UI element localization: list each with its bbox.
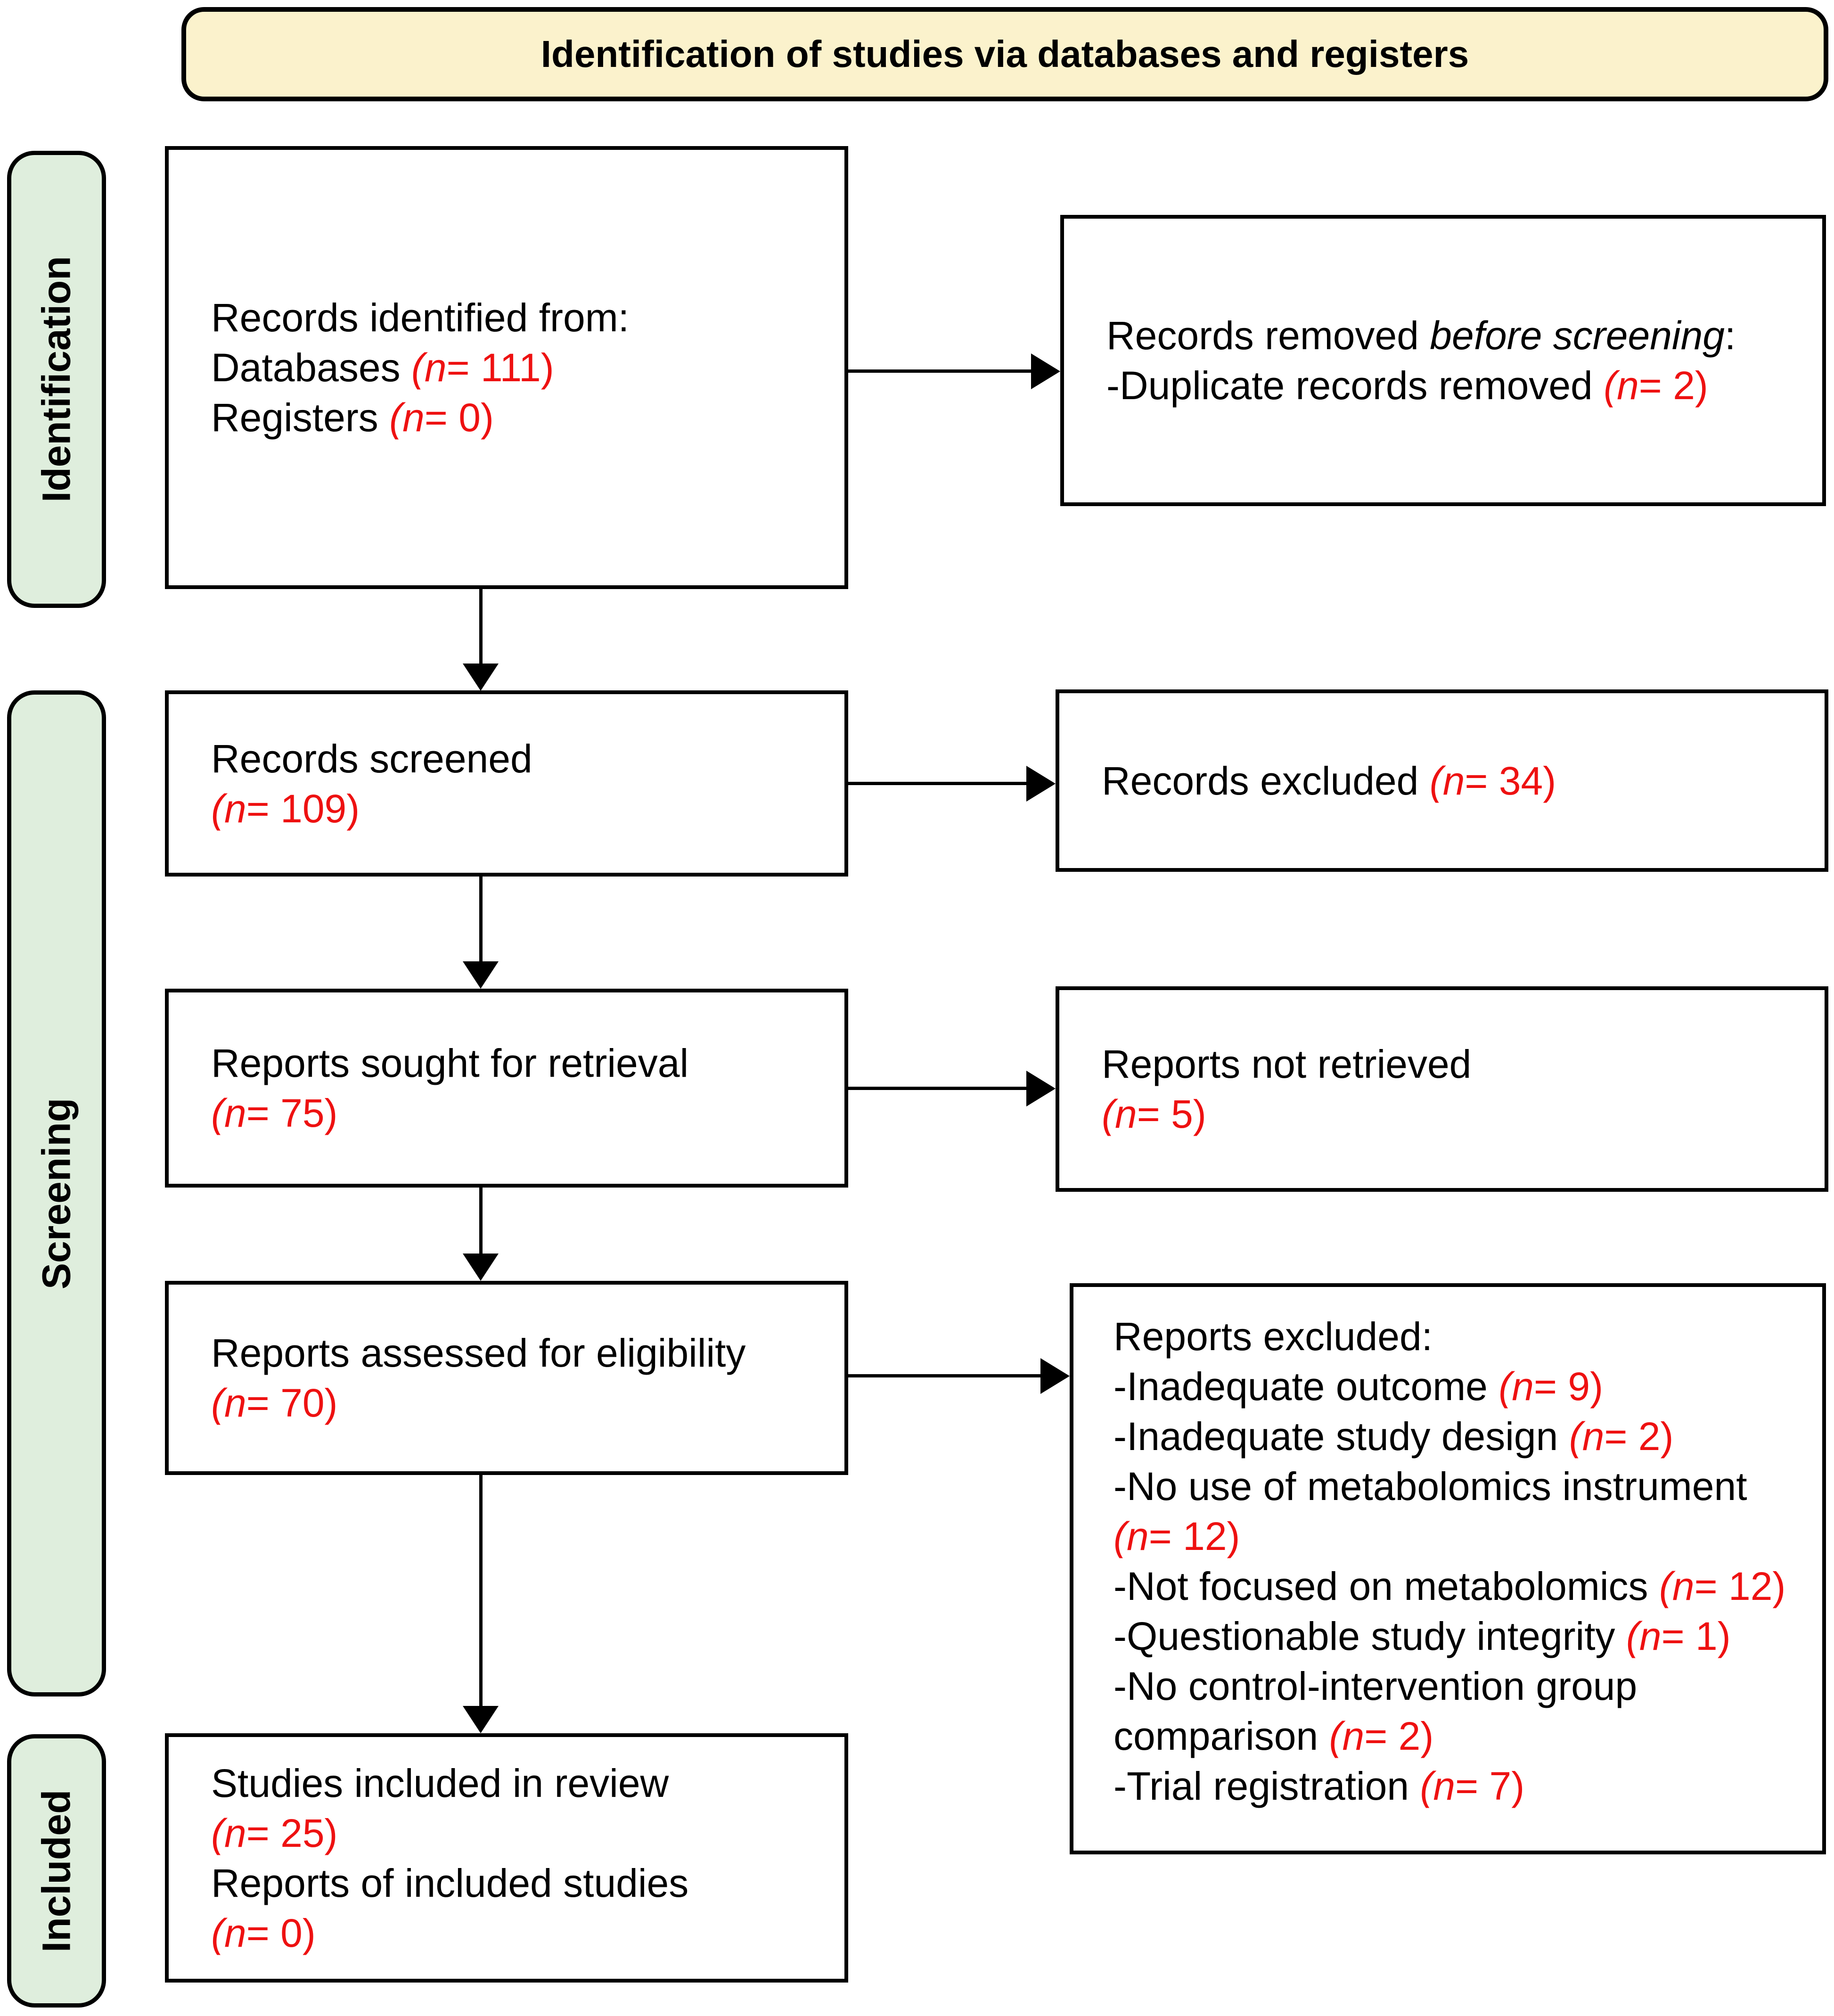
records-screened-label: Records screened	[211, 736, 532, 781]
records-excluded-line: Records excluded (n= 34)	[1102, 758, 1556, 803]
arrow-identified-to-removed-head	[1031, 353, 1060, 389]
arrow-assessed-to-reasons-head	[1040, 1358, 1070, 1394]
records-removed-heading: Records removed before screening:	[1106, 313, 1736, 358]
duplicates-count: (n= 2)	[1604, 363, 1708, 408]
box-records-screened: Records screened (n= 109)	[165, 690, 848, 877]
exclusion-reason-item: -Inadequate study design (n= 2)	[1114, 1414, 1674, 1459]
arrow-screened-to-excluded-head	[1026, 766, 1056, 802]
studies-included-count: (n= 25)	[211, 1811, 338, 1855]
box-reports-assessed: Reports assessed for eligibility (n= 70)	[165, 1281, 848, 1475]
arrow-assessed-to-included-shaft	[479, 1475, 483, 1707]
box-reports-excluded-reasons: Reports excluded: -Inadequate outcome (n…	[1070, 1283, 1826, 1854]
box-studies-included: Studies included in review (n= 25) Repor…	[165, 1733, 848, 1983]
box-reports-sought: Reports sought for retrieval (n= 75)	[165, 989, 848, 1188]
stage-label-identification: Identification	[7, 151, 106, 608]
records-removed-duplicates: -Duplicate records removed (n= 2)	[1106, 363, 1708, 408]
reports-assessed-count: (n= 70)	[211, 1381, 338, 1425]
records-excluded-count: (n= 34)	[1429, 758, 1556, 803]
reports-not-retrieved-label: Reports not retrieved	[1102, 1042, 1472, 1086]
databases-count: (n= 111)	[411, 345, 554, 390]
arrow-assessed-to-included-head	[463, 1706, 499, 1733]
records-screened-count: (n= 109)	[211, 786, 360, 831]
records-identified-intro: Records identified from:	[211, 295, 630, 340]
records-identified-databases: Databases (n= 111)	[211, 345, 554, 390]
arrow-assessed-to-reasons-shaft	[848, 1374, 1042, 1377]
arrow-screened-to-excluded-shaft	[848, 782, 1028, 785]
exclusion-reason-item: -Not focused on metabolomics (n= 12)	[1114, 1564, 1786, 1608]
reports-not-retrieved-count: (n= 5)	[1102, 1092, 1206, 1136]
studies-included-label: Studies included in review	[211, 1761, 669, 1805]
box-records-identified: Records identified from: Databases (n= 1…	[165, 146, 848, 589]
box-records-excluded: Records excluded (n= 34)	[1056, 689, 1828, 872]
arrow-identified-to-removed-shaft	[848, 369, 1033, 373]
arrow-screened-to-sought-head	[463, 961, 499, 989]
stage-label-included-text: Included	[34, 1789, 79, 1952]
stage-label-screening: Screening	[7, 690, 106, 1696]
reports-sought-label: Reports sought for retrieval	[211, 1041, 689, 1085]
stage-label-screening-text: Screening	[34, 1098, 79, 1289]
box-records-removed: Records removed before screening: -Dupli…	[1060, 215, 1826, 506]
arrow-sought-to-assessed-head	[463, 1254, 499, 1281]
records-identified-registers: Registers (n= 0)	[211, 395, 494, 440]
reports-excluded-heading: Reports excluded:	[1114, 1314, 1433, 1359]
box-reports-not-retrieved: Reports not retrieved (n= 5)	[1056, 986, 1828, 1192]
arrow-screened-to-sought-shaft	[479, 877, 483, 962]
stage-label-identification-text: Identification	[34, 256, 79, 503]
arrow-sought-to-assessed-shaft	[479, 1188, 483, 1254]
exclusion-reason-item: -Trial registration (n= 7)	[1114, 1764, 1525, 1808]
exclusion-reason-item: -No control-intervention group compariso…	[1114, 1664, 1638, 1758]
arrow-sought-to-notretrieved-shaft	[848, 1087, 1028, 1090]
exclusion-reason-item: -Questionable study integrity (n= 1)	[1114, 1614, 1731, 1658]
arrow-identified-to-screened-head	[463, 664, 499, 691]
title-banner: Identification of studies via databases …	[181, 7, 1828, 101]
page-title: Identification of studies via databases …	[540, 33, 1469, 75]
reports-included-count: (n= 0)	[211, 1910, 316, 1955]
exclusion-reason-item: -Inadequate outcome (n= 9)	[1114, 1364, 1604, 1409]
exclusion-reason-item: -No use of metabolomics instrument (n= 1…	[1114, 1464, 1747, 1558]
registers-count: (n= 0)	[389, 395, 494, 440]
stage-label-included: Included	[7, 1734, 106, 2008]
reports-sought-count: (n= 75)	[211, 1091, 338, 1135]
reports-included-label: Reports of included studies	[211, 1860, 689, 1905]
arrow-identified-to-screened-shaft	[479, 589, 483, 664]
reports-assessed-label: Reports assessed for eligibility	[211, 1331, 746, 1375]
arrow-sought-to-notretrieved-head	[1026, 1071, 1056, 1106]
